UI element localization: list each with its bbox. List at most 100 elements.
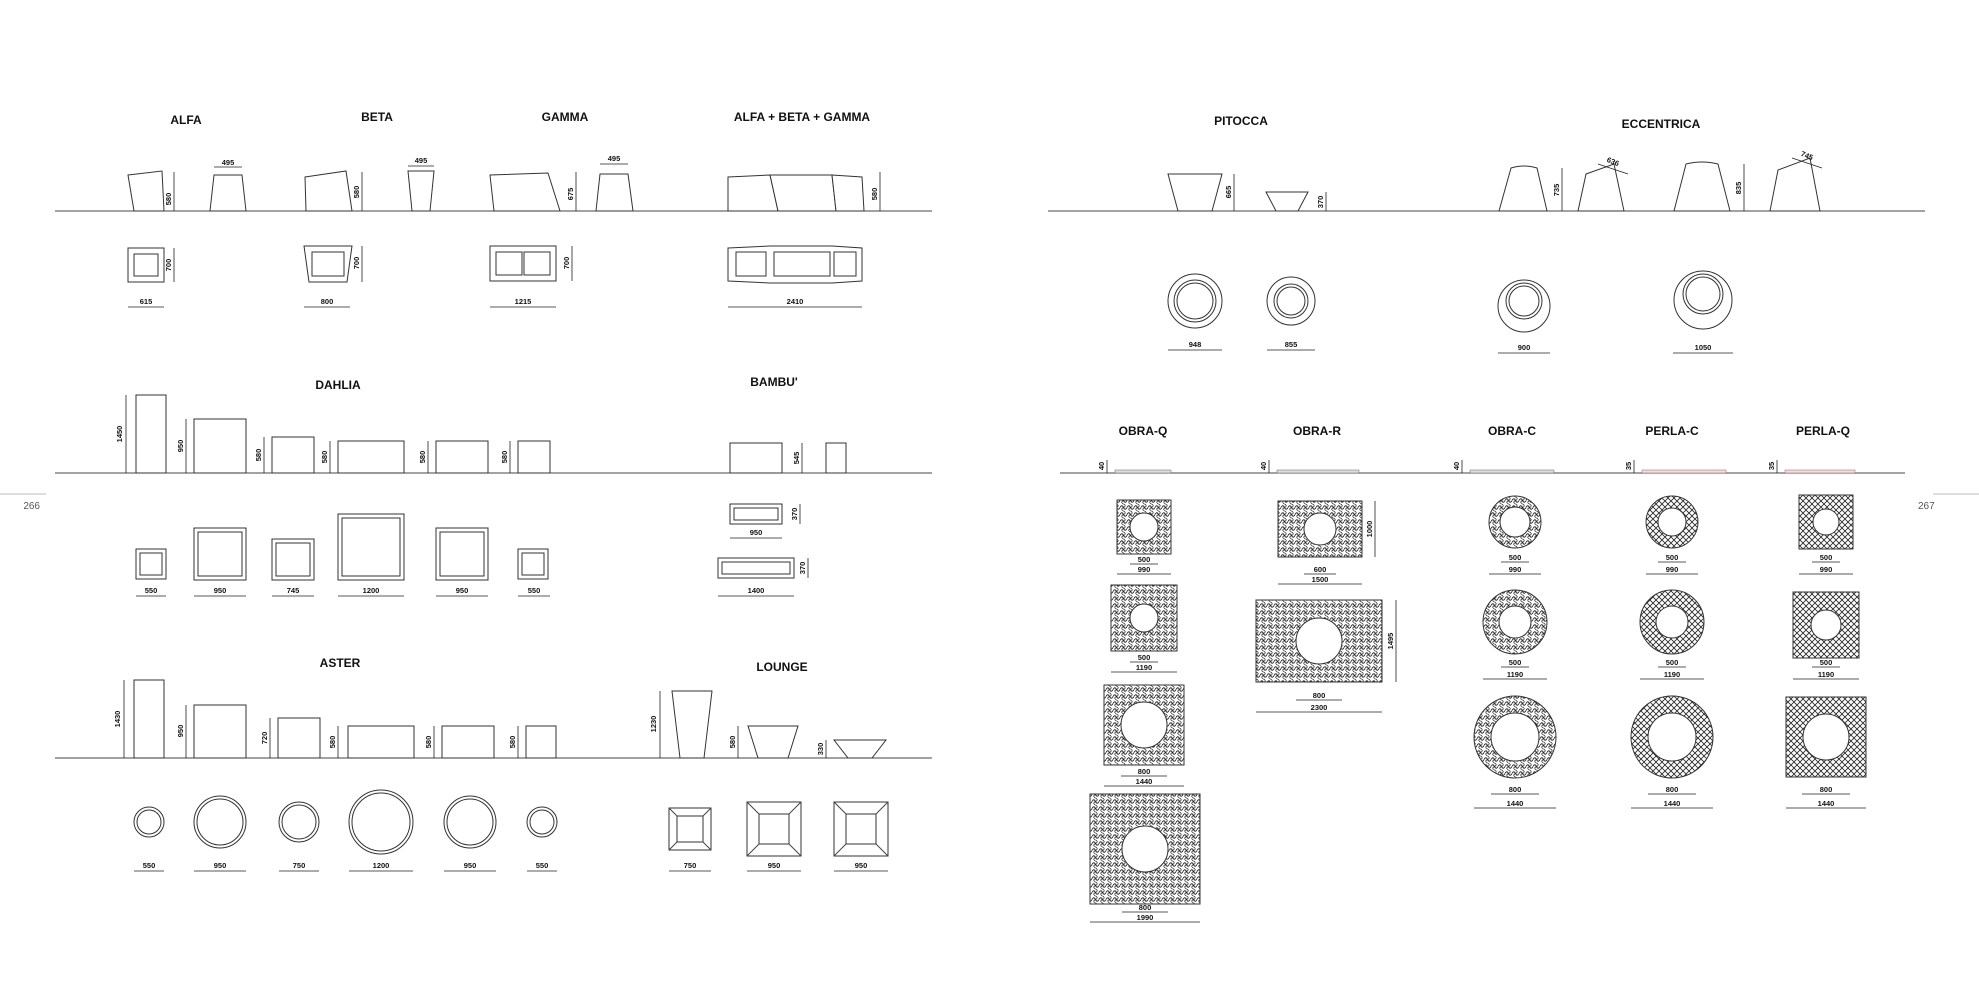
svg-text:1450: 1450 (115, 426, 124, 443)
perla-c-block: PERLA-C 35 500 990 500 1190 800 1440 (1624, 424, 1727, 809)
svg-text:500: 500 (1138, 555, 1151, 564)
svg-text:800: 800 (1313, 691, 1326, 700)
svg-text:550: 550 (536, 861, 549, 870)
lounge-block: LOUNGE 1230 580 330 750 950 950 (649, 660, 889, 872)
svg-text:1050: 1050 (1695, 343, 1712, 352)
beta-title: BETA (361, 110, 393, 124)
svg-text:550: 550 (145, 586, 158, 595)
svg-text:855: 855 (1285, 340, 1298, 349)
svg-text:1190: 1190 (1136, 663, 1152, 672)
svg-text:35: 35 (1624, 462, 1633, 470)
svg-text:495: 495 (608, 154, 621, 163)
svg-text:580: 580 (500, 451, 509, 464)
svg-text:1200: 1200 (363, 586, 380, 595)
svg-text:700: 700 (352, 257, 361, 270)
svg-text:950: 950 (214, 586, 227, 595)
svg-text:495: 495 (415, 156, 428, 165)
svg-text:580: 580 (164, 193, 173, 206)
svg-text:495: 495 (222, 158, 235, 167)
svg-text:948: 948 (1189, 340, 1202, 349)
svg-text:600: 600 (1314, 565, 1327, 574)
obra-c-title: OBRA-C (1488, 424, 1536, 438)
obra-q-title: OBRA-Q (1119, 424, 1168, 438)
svg-text:735: 735 (1552, 184, 1561, 197)
alfa-beta-gamma-block: ALFA + BETA + GAMMA 580 2410 (727, 110, 881, 308)
svg-text:636: 636 (1605, 155, 1620, 168)
svg-text:665: 665 (1224, 186, 1233, 199)
svg-text:615: 615 (140, 297, 153, 306)
svg-text:950: 950 (176, 725, 185, 738)
gamma-title: GAMMA (542, 110, 589, 124)
eccentrica-title: ECCENTRICA (1622, 117, 1701, 131)
obra-q-block: OBRA-Q 40 500 990 500 1190 800 1440 800 … (1089, 424, 1201, 923)
page-number-right: 267 (1918, 501, 1935, 512)
eccentrica-block: ECCENTRICA 735 636 835 745 900 1050 (1497, 117, 1823, 354)
svg-text:675: 675 (566, 188, 575, 201)
beta-block: BETA 580 495 700 800 (303, 110, 435, 308)
svg-text:580: 580 (352, 186, 361, 199)
svg-text:370: 370 (798, 562, 807, 575)
svg-text:500: 500 (1509, 658, 1522, 667)
svg-text:990: 990 (1820, 565, 1833, 574)
svg-text:580: 580 (328, 736, 337, 749)
svg-text:950: 950 (768, 861, 781, 870)
svg-text:700: 700 (562, 257, 571, 270)
svg-text:900: 900 (1518, 343, 1531, 352)
combo-title: ALFA + BETA + GAMMA (734, 110, 871, 124)
svg-text:40: 40 (1259, 462, 1268, 470)
svg-text:1440: 1440 (1136, 777, 1153, 786)
svg-text:1190: 1190 (1664, 670, 1680, 679)
svg-text:580: 580 (424, 736, 433, 749)
dahlia-title: DAHLIA (315, 378, 361, 392)
svg-text:1440: 1440 (1818, 799, 1835, 808)
svg-text:990: 990 (1666, 565, 1679, 574)
gamma-block: GAMMA 675 495 700 1215 (489, 110, 634, 308)
svg-text:800: 800 (321, 297, 334, 306)
svg-text:500: 500 (1509, 553, 1522, 562)
aster-title: ASTER (320, 656, 361, 670)
perla-q-block: PERLA-Q 35 500 990 500 1190 800 1440 (1767, 424, 1867, 809)
svg-text:550: 550 (528, 586, 541, 595)
svg-text:950: 950 (464, 861, 477, 870)
svg-text:370: 370 (790, 508, 799, 521)
svg-text:750: 750 (684, 861, 697, 870)
svg-text:550: 550 (143, 861, 156, 870)
svg-text:500: 500 (1820, 658, 1833, 667)
svg-text:40: 40 (1452, 462, 1461, 470)
page-number-left: 266 (23, 501, 40, 512)
svg-text:1230: 1230 (649, 716, 658, 733)
svg-text:800: 800 (1138, 767, 1151, 776)
ground-lines (55, 210, 1925, 759)
svg-text:835: 835 (1734, 182, 1743, 195)
pitocca-block: PITOCCA 665 370 948 855 (1167, 114, 1327, 351)
svg-text:580: 580 (320, 451, 329, 464)
aster-block: ASTER 1430 950 720 580 580 580 550 950 7… (113, 656, 558, 872)
obra-r-block: OBRA-R 40 1000 600 1500 1495 800 2300 (1255, 424, 1397, 713)
svg-text:500: 500 (1820, 553, 1833, 562)
obra-c-block: OBRA-C 40 500 990 500 1190 800 1440 (1452, 424, 1557, 809)
svg-text:1440: 1440 (1507, 799, 1524, 808)
svg-text:950: 950 (214, 861, 227, 870)
svg-text:2300: 2300 (1311, 703, 1328, 712)
svg-text:1215: 1215 (515, 297, 532, 306)
svg-text:1440: 1440 (1664, 799, 1681, 808)
svg-text:1500: 1500 (1312, 575, 1329, 584)
svg-text:35: 35 (1767, 462, 1776, 470)
svg-text:750: 750 (293, 861, 306, 870)
alfa-block: ALFA 580 495 700 615 (127, 113, 247, 308)
svg-text:990: 990 (1509, 565, 1522, 574)
svg-text:370: 370 (1316, 196, 1325, 209)
svg-text:800: 800 (1820, 785, 1833, 794)
svg-text:330: 330 (816, 743, 825, 756)
obra-r-title: OBRA-R (1293, 424, 1341, 438)
svg-text:1190: 1190 (1818, 670, 1834, 679)
pitocca-title: PITOCCA (1214, 114, 1268, 128)
svg-text:1200: 1200 (373, 861, 390, 870)
svg-text:1190: 1190 (1507, 670, 1523, 679)
svg-text:580: 580 (254, 449, 263, 462)
svg-text:40: 40 (1097, 462, 1106, 470)
svg-text:1430: 1430 (113, 711, 122, 728)
alfa-title: ALFA (170, 113, 202, 127)
svg-text:2410: 2410 (787, 297, 804, 306)
